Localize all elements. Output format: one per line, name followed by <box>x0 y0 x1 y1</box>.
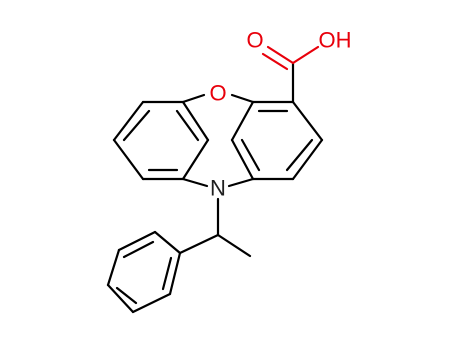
ring-nitrogen-label: N <box>210 176 226 201</box>
atom-labels: O N O OH <box>209 28 351 201</box>
phenylethyl-substituent <box>178 197 252 258</box>
ring-oxygen-label: O <box>209 81 226 106</box>
carboxylic-acid-group <box>261 45 320 104</box>
carbonyl-bond <box>266 45 295 65</box>
hydroxyl-bond <box>291 45 320 65</box>
carbonyl-oxygen-label: O <box>246 28 263 53</box>
oxazine-ring <box>181 93 255 188</box>
right-benzo-ring <box>230 100 324 181</box>
hydroxyl-label: OH <box>319 28 352 53</box>
left-benzo-ring <box>112 100 210 181</box>
phenyl-ring <box>106 230 182 314</box>
